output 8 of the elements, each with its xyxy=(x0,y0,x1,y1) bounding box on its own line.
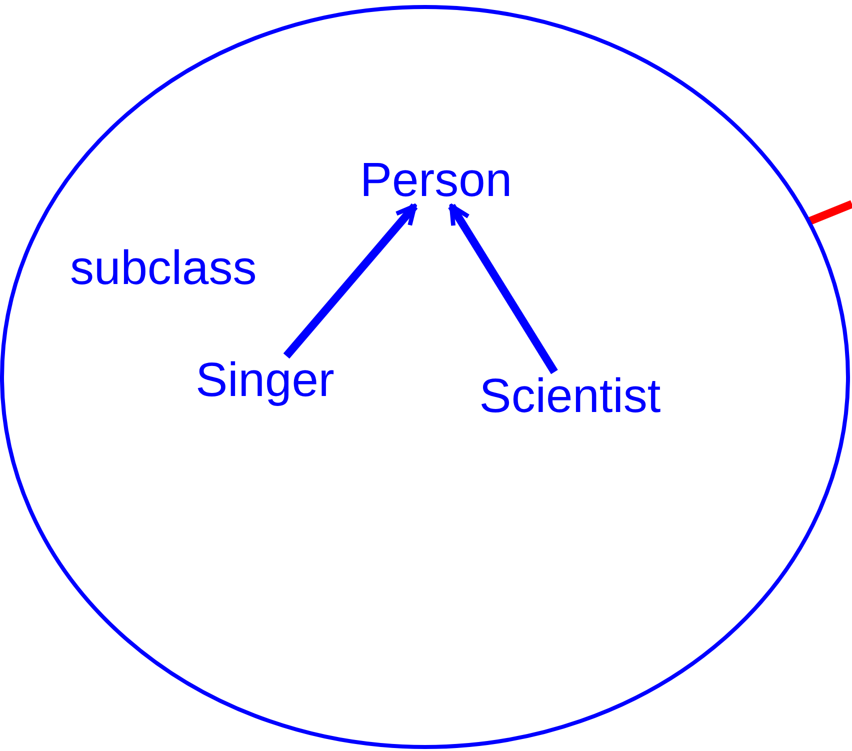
class-label: Person xyxy=(348,156,524,206)
ellipse-outline xyxy=(2,7,848,747)
group-label: subclass xyxy=(70,245,257,293)
class-label: Singer xyxy=(184,356,346,406)
connector-line xyxy=(807,200,852,226)
class-label: Scientist xyxy=(464,372,676,422)
arrow xyxy=(448,204,558,374)
arrow xyxy=(283,203,418,359)
